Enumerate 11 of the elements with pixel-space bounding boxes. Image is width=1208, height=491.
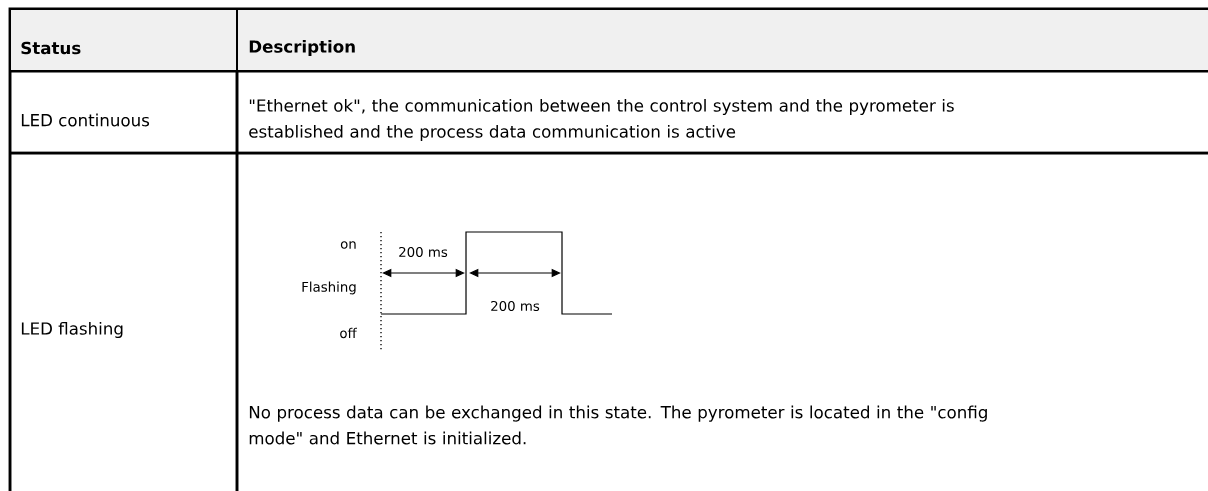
header-cell: Status xyxy=(11,10,236,70)
table-cell: LED continuous xyxy=(21,113,150,127)
table-cell: "Ethernet ok", the communication between the control system and the pyrometer is established and the process data communication is active xyxy=(249,98,954,142)
table-cell: LED flashing xyxy=(21,321,123,339)
duration-label: 200 ms xyxy=(491,300,540,312)
header-cell: Description xyxy=(238,10,1208,70)
signal-label: off xyxy=(340,327,357,339)
signal-label: on xyxy=(340,241,356,249)
signal-label: Flashing xyxy=(302,281,356,295)
duration-label: 200 ms xyxy=(399,246,448,258)
table-cell: No process data can be exchanged in this state. The pyrometer is located in the "config mode" and Ethernet is initialized. xyxy=(249,405,987,445)
